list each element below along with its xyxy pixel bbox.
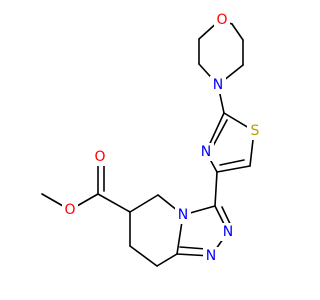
bond: [129, 194, 159, 213]
atom-triazole-n4: N: [175, 206, 191, 224]
atom-triazole-n1: N: [203, 247, 219, 265]
bond: [231, 23, 244, 41]
oxygen-label: O: [216, 12, 227, 28]
bond: [129, 245, 158, 267]
nitrogen-label: N: [206, 248, 216, 264]
molecule-structure: O N S N O O N N: [41, 11, 262, 267]
atom-thiazole-sulfur: S: [247, 122, 262, 140]
bond: [216, 165, 251, 173]
nitrogen-label: N: [201, 144, 211, 160]
nitrogen-label: N: [178, 207, 188, 223]
oxygen-label: O: [64, 202, 75, 218]
sulfur-label: S: [251, 123, 260, 139]
oxygen-label: O: [94, 149, 105, 165]
bond: [156, 253, 178, 267]
nitrogen-label: N: [223, 224, 233, 240]
bond: [179, 246, 207, 250]
atom-triazole-n2: N: [220, 223, 236, 241]
atom-morpholine-oxygen: O: [214, 11, 230, 29]
bond: [219, 159, 245, 166]
atom-thiazole-nitrogen: N: [198, 143, 214, 161]
bond-layer: [41, 19, 255, 267]
atom-ester-ether-oxygen: O: [62, 201, 78, 219]
atom-layer: O N S N O O N N: [62, 11, 262, 265]
atom-ester-carbonyl-oxygen: O: [92, 148, 108, 166]
bond: [97, 193, 131, 213]
bond: [211, 119, 228, 149]
nitrogen-label: N: [213, 77, 223, 93]
atom-morpholine-nitrogen: N: [210, 76, 226, 94]
bond: [214, 171, 218, 207]
